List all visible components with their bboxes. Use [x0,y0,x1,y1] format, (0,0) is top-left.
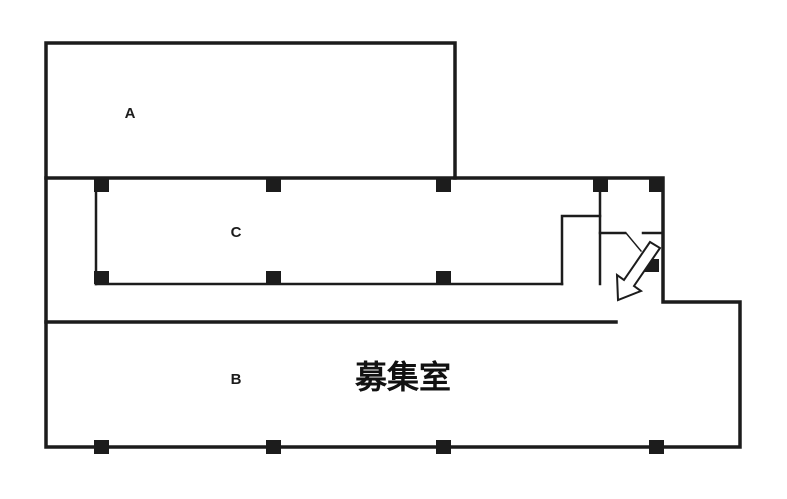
room-a-label: A [125,105,136,122]
room-c-label: C [231,224,242,241]
room-b-label: B [231,371,242,388]
pillars [94,179,664,454]
pillar [436,440,451,454]
main-room-label: 募集室 [354,359,451,395]
pillar [593,179,608,192]
pillar [94,440,109,454]
pillar [94,271,109,284]
pillar [649,179,664,192]
building-outline [44,176,742,449]
door-swing-line [624,231,643,253]
pillar [94,179,109,192]
small-room-wall [560,214,602,286]
outer-walls [44,41,742,449]
pillar [266,179,281,192]
pillar [649,440,664,454]
pillar [266,440,281,454]
pillar [266,271,281,284]
pillar [436,271,451,284]
room-a-outline [44,41,457,180]
inner-walls [94,176,665,286]
pillar [436,179,451,192]
entrance-arrow-icon [615,240,662,302]
